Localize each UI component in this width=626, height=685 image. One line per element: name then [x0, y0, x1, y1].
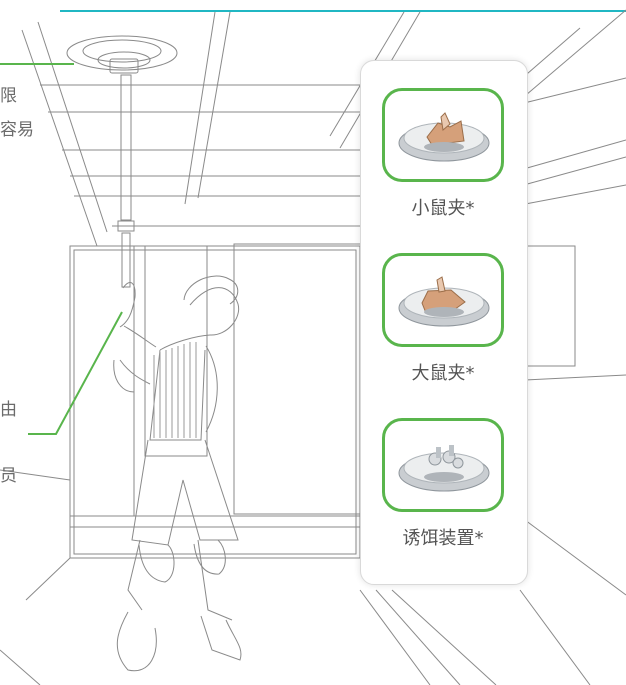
- bait-station-icon: [398, 445, 490, 492]
- product-item-large-mouse-trap[interactable]: 大鼠夹*: [378, 253, 508, 385]
- product-label-small-mouse-trap: 小鼠夹*: [411, 198, 475, 219]
- product-thumb-small-mouse-trap[interactable]: [382, 88, 504, 182]
- left-caption-top-line-1: 限: [0, 86, 17, 106]
- left-caption-mid-line: 由: [0, 400, 17, 420]
- product-label-large-mouse-trap: 大鼠夹*: [411, 363, 475, 384]
- large-mouse-trap-icon: [398, 276, 490, 327]
- person-callout-line: [28, 311, 123, 435]
- product-item-small-mouse-trap[interactable]: 小鼠夹*: [378, 88, 508, 220]
- product-thumb-bait-station[interactable]: [382, 418, 504, 512]
- small-mouse-trap-icon: [398, 112, 490, 162]
- product-thumb-large-mouse-trap[interactable]: [382, 253, 504, 347]
- product-item-bait-station[interactable]: 诱饵装置*: [378, 418, 508, 550]
- header-accent-line: [60, 10, 626, 12]
- left-caption-top-line-2: 容易: [0, 120, 34, 140]
- product-label-bait-station: 诱饵装置*: [402, 528, 484, 549]
- left-caption-bottom-line: 员: [0, 466, 17, 486]
